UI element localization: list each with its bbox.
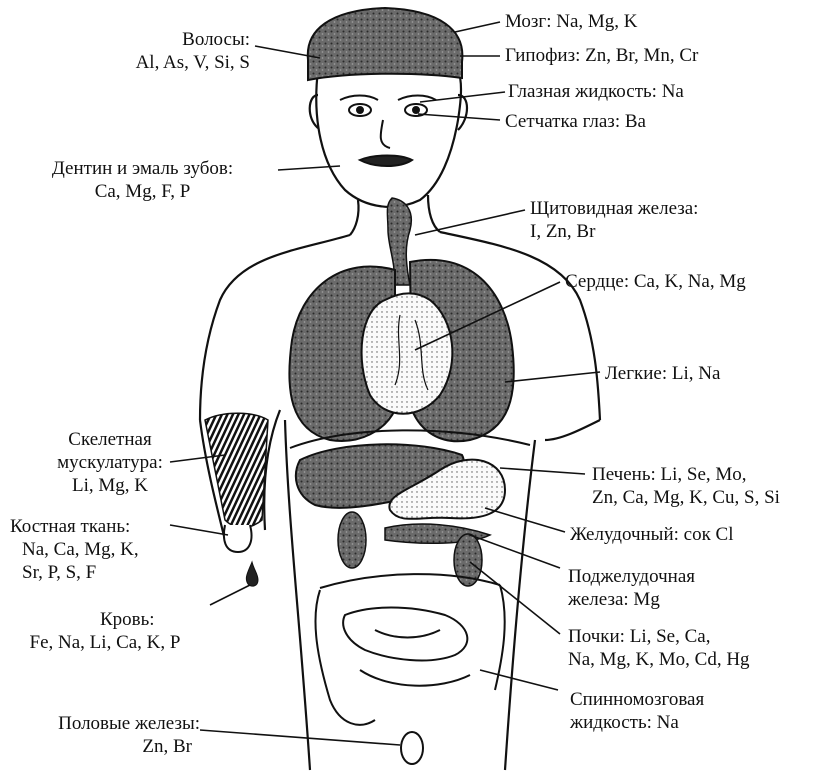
label-csf-line2: жидкость: Na	[570, 711, 704, 734]
label-eye-fluid-text: Глазная жидкость: Na	[508, 80, 684, 103]
label-kidneys: Почки: Li, Se, Ca, Na, Mg, K, Mo, Cd, Hg	[568, 625, 750, 671]
label-bone: Костная ткань: Na, Ca, Mg, K, Sr, P, S, …	[10, 515, 139, 584]
label-liver: Печень: Li, Se, Mo, Zn, Ca, Mg, K, Cu, S…	[592, 463, 780, 509]
label-hair: Волосы: Al, As, V, Si, S	[100, 28, 250, 74]
label-csf-line1: Спинномозговая	[570, 688, 704, 711]
label-kidneys-line1: Почки: Li, Se, Ca,	[568, 625, 750, 648]
label-lungs: Легкие: Li, Na	[605, 362, 720, 385]
label-retina: Сетчатка глаз: Ba	[505, 110, 646, 133]
label-lungs-text: Легкие: Li, Na	[605, 362, 720, 385]
label-gastric-juice-text: Желудочный: сок Cl	[570, 523, 734, 546]
label-skeletal-muscle-line2: мускулатура:	[30, 451, 190, 474]
label-teeth-title: Дентин и эмаль зубов:	[10, 157, 275, 180]
label-pancreas: Поджелудочная железа: Mg	[568, 565, 695, 611]
label-kidneys-line2: Na, Mg, K, Mo, Cd, Hg	[568, 648, 750, 671]
label-pancreas-line1: Поджелудочная	[568, 565, 695, 588]
label-retina-text: Сетчатка глаз: Ba	[505, 110, 646, 133]
label-bone-line1: Na, Ca, Mg, K,	[10, 538, 139, 561]
label-pancreas-line2: железа: Mg	[568, 588, 695, 611]
intestines-shape	[315, 574, 504, 725]
label-pituitary-text: Гипофиз: Zn, Br, Mn, Cr	[505, 44, 698, 67]
label-hair-elements: Al, As, V, Si, S	[100, 51, 250, 74]
blood-drop-shape	[246, 562, 258, 586]
brain-shape	[308, 8, 463, 80]
arm-muscle-shape	[205, 413, 268, 552]
label-teeth-elements: Ca, Mg, F, P	[10, 180, 275, 203]
label-gonads: Половые железы: Zn, Br	[0, 712, 200, 758]
label-thyroid-title: Щитовидная железа:	[530, 197, 698, 220]
label-liver-line2: Zn, Ca, Mg, K, Cu, S, Si	[592, 486, 780, 509]
label-heart-text: Сердце: Ca, K, Na, Mg	[565, 270, 746, 293]
label-thyroid-elements: I, Zn, Br	[530, 220, 698, 243]
label-skeletal-muscle-elements: Li, Mg, K	[30, 474, 190, 497]
label-csf: Спинномозговая жидкость: Na	[570, 688, 704, 734]
label-pituitary: Гипофиз: Zn, Br, Mn, Cr	[505, 44, 698, 67]
label-teeth: Дентин и эмаль зубов: Ca, Mg, F, P	[10, 157, 275, 203]
label-eye-fluid: Глазная жидкость: Na	[508, 80, 684, 103]
label-gonads-elements: Zn, Br	[0, 735, 200, 758]
label-blood: Кровь: Fe, Na, Li, Ca, K, P	[5, 608, 205, 654]
label-blood-elements: Fe, Na, Li, Ca, K, P	[5, 631, 205, 654]
label-thyroid: Щитовидная железа: I, Zn, Br	[530, 197, 698, 243]
label-skeletal-muscle-line1: Скелетная	[30, 428, 190, 451]
label-bone-line2: Sr, P, S, F	[10, 561, 139, 584]
label-gastric-juice: Желудочный: сок Cl	[570, 523, 734, 546]
label-liver-line1: Печень: Li, Se, Mo,	[592, 463, 780, 486]
label-skeletal-muscle: Скелетная мускулатура: Li, Mg, K	[30, 428, 190, 497]
label-hair-title: Волосы:	[100, 28, 250, 51]
label-bone-title: Костная ткань:	[10, 515, 139, 538]
label-gonads-title: Половые железы:	[0, 712, 200, 735]
gonad-shape	[401, 732, 423, 764]
label-brain-text: Мозг: Na, Mg, K	[505, 10, 638, 33]
label-blood-title: Кровь:	[5, 608, 205, 631]
heart-shape	[362, 293, 453, 414]
face-features	[340, 96, 436, 167]
label-heart: Сердце: Ca, K, Na, Mg	[565, 270, 746, 293]
label-brain: Мозг: Na, Mg, K	[505, 10, 638, 33]
